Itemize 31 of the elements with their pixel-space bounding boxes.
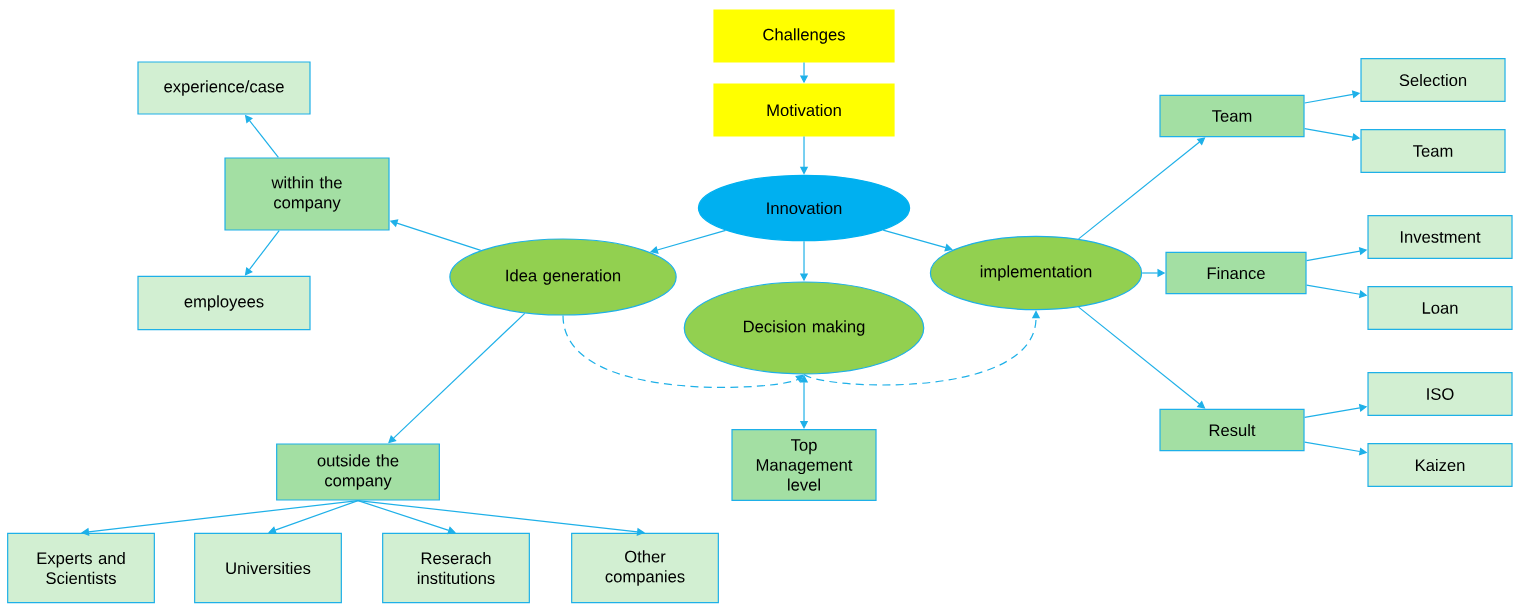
process-box: ISO (1367, 372, 1513, 416)
process-box: Finance (1165, 251, 1307, 295)
process-box: experience/case (137, 61, 311, 115)
arrow (244, 230, 280, 276)
process-box: Experts and Scientists (7, 532, 155, 604)
arrow (357, 500, 645, 536)
process-box: outside the company (276, 443, 440, 501)
process-box: employees (137, 275, 311, 331)
process-box: within the company (224, 157, 390, 231)
arrow (562, 315, 804, 388)
process-box: Universities (194, 532, 342, 604)
process-box: Team (1159, 94, 1305, 138)
arrow (357, 500, 456, 535)
process-box: Kaizen (1367, 443, 1513, 487)
process-box: Reserach institutions (382, 532, 530, 604)
process-box: Top Management level (731, 429, 877, 501)
process-box: Result (1159, 408, 1305, 452)
process-box: Team (1360, 129, 1506, 173)
arrow (388, 312, 526, 444)
process-box: Motivation (713, 83, 895, 137)
arrow (81, 500, 359, 536)
arrow (882, 229, 953, 252)
process-box: Challenges (713, 9, 895, 63)
process-box: Selection (1360, 58, 1506, 102)
arrow (1078, 306, 1206, 409)
process-box: Loan (1367, 286, 1513, 330)
arrow (1078, 137, 1206, 240)
process-box: Other companies (571, 532, 719, 604)
arrow (268, 500, 359, 534)
arrow (650, 229, 727, 254)
process-box: Investment (1367, 215, 1513, 259)
